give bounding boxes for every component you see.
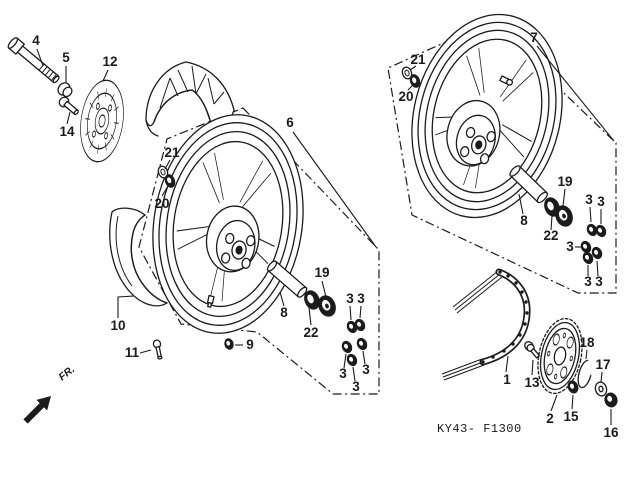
part-2-driven-sprocket (537, 317, 583, 395)
part-8-side-collar-front (266, 260, 308, 298)
part-1-drive-chain (441, 268, 531, 381)
leader-line-11 (139, 349, 152, 354)
part-number-label-3: 3 (357, 291, 365, 306)
part-20-bearing-front (164, 174, 176, 188)
leader-line-2 (550, 394, 558, 412)
leader-line-21 (164, 159, 171, 170)
diagram-code: KY43- F1300 (437, 422, 522, 436)
part-number-label-10: 10 (110, 318, 125, 333)
part-number-label-13: 13 (524, 375, 540, 390)
leader-line-19 (321, 280, 327, 298)
part-20-bearing-rear (409, 74, 421, 88)
part-number-label-6: 6 (286, 115, 294, 130)
part-number-label-18: 18 (579, 335, 595, 350)
part-number-label-16: 16 (603, 425, 619, 440)
leader-line-3 (359, 305, 362, 319)
part-18-snap-ring (577, 359, 593, 389)
leader-line-12 (102, 69, 109, 82)
leader-line-3 (343, 353, 347, 369)
part-12-brake-disc (80, 79, 124, 163)
part-number-label-3: 3 (566, 239, 574, 254)
rear-wheel-group-border (387, 21, 617, 294)
leader-line-8 (518, 193, 524, 215)
part-number-label-1: 1 (503, 372, 511, 387)
part-number-label-22: 22 (303, 325, 318, 340)
part-number-label-9: 9 (246, 337, 254, 352)
part-number-label-5: 5 (62, 50, 70, 65)
part-number-label-4: 4 (32, 33, 40, 48)
leader-line-20 (407, 84, 414, 91)
part-6-front-wheel (152, 114, 304, 334)
part-number-label-11: 11 (125, 345, 140, 360)
fr-direction-label: FR. (56, 363, 77, 383)
part-4-axle-bolt (7, 37, 60, 84)
part-17-washer (594, 381, 608, 397)
part-number-label-3: 3 (585, 192, 593, 207)
leader-line-18 (585, 349, 588, 360)
leader-line-13 (531, 359, 534, 376)
part-8-side-collar-rear (509, 165, 548, 204)
front-wheel-valve (206, 294, 215, 308)
part-number-label-21: 21 (164, 145, 180, 160)
leader-line-3 (352, 366, 356, 382)
leader-line-15 (571, 394, 574, 410)
leader-line-14 (66, 111, 71, 125)
part-number-label-8: 8 (280, 305, 288, 320)
part-11-bolt (152, 339, 163, 360)
part-5-axle-nut (57, 82, 73, 98)
part-number-label-8: 8 (520, 213, 528, 228)
leader-line-21 (409, 65, 417, 71)
part-number-label-3: 3 (595, 274, 603, 289)
part-number-label-19: 19 (314, 265, 329, 280)
part-number-label-3: 3 (346, 291, 354, 306)
part-number-label-22: 22 (543, 228, 558, 243)
part-number-label-15: 15 (563, 409, 579, 424)
leader-line-7 (536, 45, 615, 142)
leader-line-17 (600, 371, 603, 383)
part-number-label-2: 2 (546, 411, 554, 426)
part-number-label-3: 3 (352, 379, 360, 394)
leader-line-22 (550, 215, 553, 231)
leader-line-3 (362, 350, 366, 365)
part-7-rear-wheel (411, 13, 563, 219)
part-3-weight-nuts-rear (578, 222, 609, 266)
part-10-front-fender-lower (109, 207, 168, 307)
leader-line-8 (279, 291, 285, 307)
fender-rib-lines (159, 65, 225, 109)
part-14-disc-bolt (58, 96, 79, 116)
part-number-label-20: 20 (154, 196, 169, 211)
rear-wheel-rim-bolt (499, 75, 514, 86)
leader-line-22 (308, 307, 312, 326)
part-number-label-3: 3 (362, 362, 370, 377)
part-16-nut (604, 392, 618, 408)
leader-line-4 (36, 48, 44, 67)
part-19-bearing-rear (555, 205, 573, 227)
part-number-label-7: 7 (530, 30, 538, 45)
part-9-nut (223, 337, 235, 351)
leader-line-3 (596, 260, 599, 277)
leader-line-19 (562, 188, 566, 207)
fr-direction-arrow (23, 396, 51, 424)
part-number-label-12: 12 (102, 54, 117, 69)
part-number-label-19: 19 (557, 174, 572, 189)
part-number-label-20: 20 (398, 89, 413, 104)
leader-line-3 (349, 305, 352, 321)
part-number-label-3: 3 (339, 366, 347, 381)
part-number-label-17: 17 (595, 357, 610, 372)
part-number-label-3: 3 (584, 274, 592, 289)
leader-line-1 (505, 355, 509, 373)
part-21-seal-rear (401, 66, 413, 80)
part-19-bearing-front (318, 295, 336, 317)
part-number-label-21: 21 (410, 52, 426, 67)
part-number-label-3: 3 (597, 194, 605, 209)
leader-line-20 (161, 185, 169, 197)
leader-line-6 (292, 131, 377, 248)
part-number-label-14: 14 (59, 124, 75, 139)
front-wheel-group-border (138, 107, 380, 395)
leader-line-10 (117, 295, 135, 318)
leader-line-3 (589, 206, 592, 223)
part-22-dust-seal-front (304, 290, 320, 310)
